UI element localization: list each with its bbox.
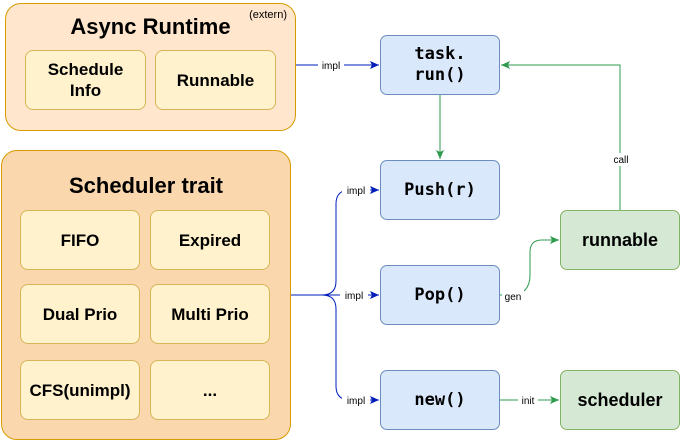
- push-box: Push(r): [380, 160, 500, 220]
- runnable-box: Runnable: [155, 50, 276, 110]
- extern-note: (extern): [249, 9, 287, 21]
- scheduler-output-box: scheduler: [560, 370, 680, 430]
- edge-trait-to-push: [291, 186, 379, 296]
- dual-prio-box: Dual Prio: [20, 284, 140, 344]
- task-run-box: task. run(): [380, 35, 500, 95]
- label-gen: gen: [505, 292, 522, 303]
- pop-box: Pop(): [380, 265, 500, 325]
- label-init: init: [522, 396, 535, 407]
- edge-runnable-to-task-run: [501, 61, 621, 210]
- expired-box: Expired: [150, 210, 270, 270]
- label-impl-new: impl: [347, 396, 365, 407]
- multi-prio-box: Multi Prio: [150, 284, 270, 344]
- label-impl-push: impl: [347, 186, 365, 197]
- scheduler-trait-title: Scheduler trait: [68, 173, 224, 198]
- cfs-box: CFS(unimpl): [20, 360, 140, 420]
- edge-trait-to-new: [321, 294, 379, 404]
- new-box: new(): [380, 370, 500, 430]
- label-impl-pop: impl: [345, 291, 363, 302]
- label-impl-runtime: impl: [322, 61, 340, 72]
- fifo-box: FIFO: [20, 210, 140, 270]
- ellipsis-box: ...: [150, 360, 270, 420]
- edge-pop-to-runnable: [500, 236, 559, 296]
- schedule-info-box: Schedule Info: [25, 50, 146, 110]
- label-call: call: [613, 155, 628, 166]
- async-runtime-title: Async Runtime: [70, 14, 231, 39]
- runnable-output-box: runnable: [560, 210, 680, 270]
